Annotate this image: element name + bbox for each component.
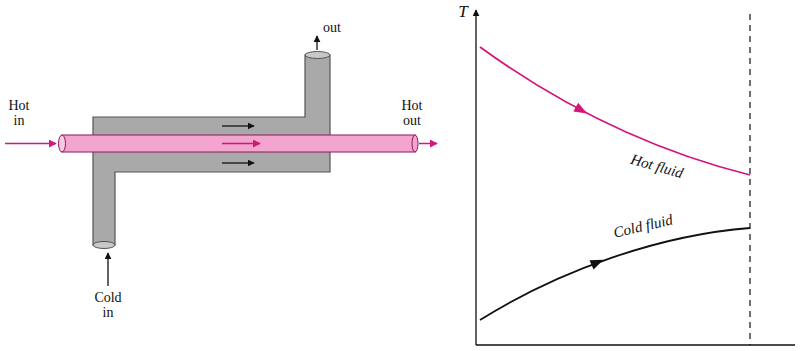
- curve-label: Hot fluid: [629, 150, 685, 181]
- inlet-mouth: [93, 242, 115, 249]
- port-label: Cold in: [88, 290, 128, 320]
- length-axis: [476, 344, 795, 345]
- cold-curve-arrow: [589, 255, 605, 269]
- cold-inlet-arrow: [107, 253, 108, 286]
- hot-flow-arrow: [222, 143, 260, 145]
- port-label: out: [323, 20, 363, 35]
- hot-curve-arrow: [573, 103, 589, 118]
- outlet-mouth: [305, 52, 330, 59]
- hot-fluid-curve: [480, 47, 750, 175]
- tube-end: [412, 135, 418, 152]
- cold-flow-arrow: [222, 125, 254, 126]
- hot-outlet-arrow: [419, 143, 437, 145]
- cold-fluid-curve: [480, 228, 750, 320]
- curve-label: Cold fluid: [612, 211, 675, 241]
- axis-label: T: [455, 2, 471, 21]
- tube-end: [59, 135, 66, 152]
- cold-outlet-arrow: [316, 36, 317, 50]
- port-label: Hot out: [396, 98, 428, 128]
- hot-inlet-arrow: [5, 143, 56, 145]
- inner-tube: [62, 135, 415, 152]
- port-label: Hot in: [3, 98, 35, 128]
- exchanger-end-line: [749, 14, 750, 345]
- temperature-axis: [475, 10, 476, 345]
- cold-flow-arrow: [222, 162, 254, 163]
